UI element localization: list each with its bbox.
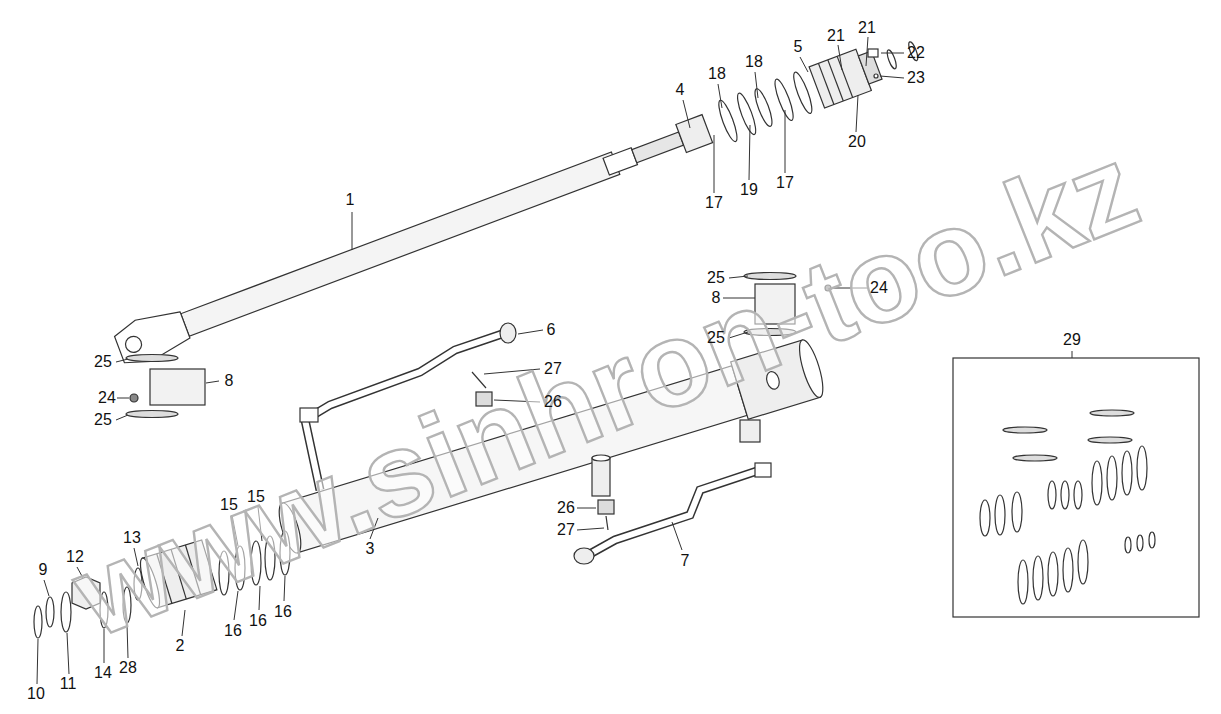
callout-number: 8 (712, 290, 721, 306)
callout-number: 23 (907, 70, 925, 86)
callout-number: 2 (176, 638, 185, 654)
callout-number: 12 (66, 549, 84, 565)
callout-number: 18 (708, 66, 726, 82)
callout-number: 24 (870, 280, 888, 296)
callout-number: 18 (745, 54, 763, 70)
callout-number: 25 (707, 270, 725, 286)
callout-number: 27 (544, 361, 562, 377)
callout-number: 27 (557, 522, 575, 538)
callout-number: 20 (848, 134, 866, 150)
callout-number: 19 (740, 182, 758, 198)
callout-number: 25 (707, 330, 725, 346)
callout-number: 24 (98, 390, 116, 406)
callout-number: 3 (366, 541, 375, 557)
callout-number: 17 (776, 175, 794, 191)
callout-number: 4 (676, 82, 685, 98)
watermark: www.sinhron-too.kz (58, 125, 1151, 655)
callout-number: 16 (274, 604, 292, 620)
callout-number: 10 (27, 686, 45, 702)
callout-number: 29 (1063, 332, 1081, 348)
callout-number: 26 (557, 500, 575, 516)
callout-number: 15 (220, 497, 238, 513)
callout-number: 22 (907, 45, 925, 61)
callout-number: 25 (94, 412, 112, 428)
callout-number: 26 (544, 394, 562, 410)
callout-number: 9 (39, 562, 48, 578)
callout-number: 28 (119, 660, 137, 676)
callout-number: 6 (547, 322, 556, 338)
callout-number: 16 (249, 613, 267, 629)
callout-number: 5 (794, 39, 803, 55)
callout-number: 7 (681, 553, 690, 569)
callout-number: 13 (123, 530, 141, 546)
callout-number: 21 (827, 28, 845, 44)
callout-number: 21 (858, 20, 876, 36)
callout-number: 15 (247, 489, 265, 505)
callout-number: 16 (224, 623, 242, 639)
callout-number: 8 (225, 373, 234, 389)
callout-number: 17 (705, 195, 723, 211)
callout-number: 1 (346, 192, 355, 208)
callout-number: 14 (94, 665, 112, 681)
callout-number: 25 (94, 354, 112, 370)
callout-number: 11 (60, 676, 77, 692)
